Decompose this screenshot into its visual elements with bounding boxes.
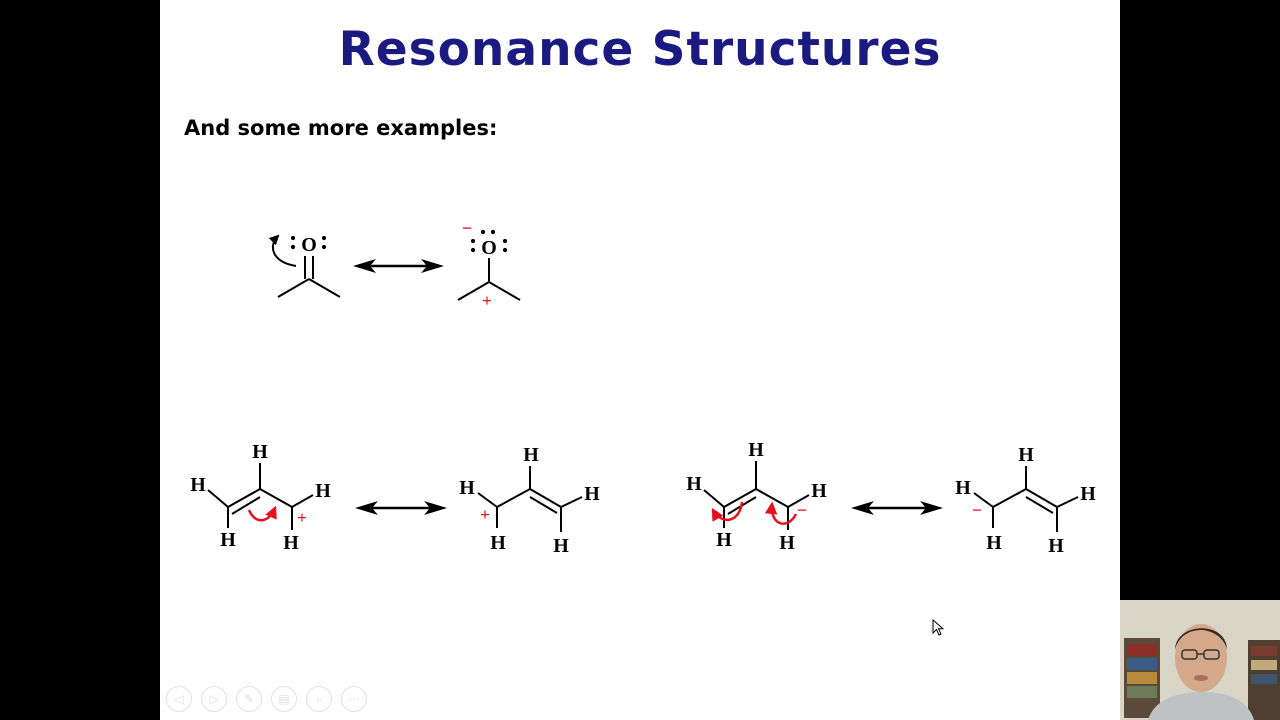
bond	[703, 489, 725, 508]
bond	[259, 488, 293, 508]
slide: Resonance Structures And some more examp…	[160, 0, 1120, 720]
bond	[477, 492, 498, 508]
mouse-pointer-icon	[932, 619, 945, 636]
lone-pair	[290, 235, 327, 250]
positive-charge: +	[480, 505, 490, 524]
slide-title: Resonance Structures	[338, 22, 942, 77]
positive-charge: +	[482, 291, 492, 310]
more-options-button[interactable]: ⋯	[341, 686, 367, 712]
negative-charge: −	[972, 500, 982, 520]
previous-icon: ◁	[174, 692, 184, 706]
slide-subtitle: And some more examples:	[184, 116, 498, 140]
allyl-cation-structure-2: H H H H H +	[459, 444, 600, 557]
slides-icon: ▤	[278, 692, 290, 706]
bond	[787, 494, 810, 508]
next-icon: ▷	[209, 692, 219, 706]
previous-slide-button[interactable]: ◁	[166, 686, 192, 712]
hydrogen-atom: H	[490, 532, 506, 554]
allyl-anion-structure-1: H H H H H −	[686, 439, 827, 554]
resonance-arrow	[353, 259, 444, 273]
hydrogen-atom: H	[1048, 535, 1064, 557]
bond	[207, 489, 229, 508]
resonance-arrow	[355, 501, 447, 515]
hydrogen-atom: H	[779, 532, 795, 554]
lone-pair	[470, 229, 508, 253]
pen-icon: ✎	[243, 692, 255, 706]
hydrogen-atom: H	[459, 477, 475, 499]
hydrogen-atom: H	[283, 532, 299, 554]
double-bond	[1025, 488, 1058, 508]
curved-arrow-icon	[247, 505, 277, 522]
chemistry-diagram: O O − +	[190, 218, 1096, 557]
carbonyl-structure-1: O	[268, 234, 341, 298]
presenter-video-frame	[1120, 600, 1280, 720]
bond	[488, 281, 521, 301]
hydrogen-atom: H	[190, 474, 206, 496]
zoom-button[interactable]: ⌕	[306, 686, 332, 712]
hydrogen-atom: H	[1080, 483, 1096, 505]
pen-button[interactable]: ✎	[236, 686, 262, 712]
hydrogen-atom: H	[986, 532, 1002, 554]
negative-charge: −	[462, 218, 472, 238]
double-bond	[231, 496, 261, 515]
bond	[973, 492, 994, 508]
double-bond	[227, 488, 261, 508]
slide-show-controls: ◁ ▷ ✎ ▤ ⌕ ⋯	[166, 686, 367, 714]
hydrogen-atom: H	[584, 483, 600, 505]
hydrogen-atom: H	[523, 444, 539, 466]
hydrogen-atom: H	[748, 439, 764, 461]
zoom-icon: ⌕	[315, 691, 323, 706]
curved-arrow-icon	[711, 501, 744, 522]
curved-arrow-icon	[268, 234, 297, 267]
hydrogen-atom: H	[220, 529, 236, 551]
bond	[560, 496, 583, 508]
oxygen-atom: O	[301, 234, 317, 256]
hydrogen-atom: H	[686, 473, 702, 495]
hydrogen-atom: H	[716, 529, 732, 551]
bond	[992, 488, 1027, 508]
bond	[457, 281, 490, 301]
hydrogen-atom: H	[553, 535, 569, 557]
resonance-arrow	[851, 501, 943, 515]
positive-charge: +	[297, 508, 307, 527]
double-bond	[723, 488, 757, 508]
negative-charge: −	[797, 500, 807, 520]
bond	[755, 488, 789, 508]
carbonyl-structure-2: O − +	[457, 218, 521, 310]
hydrogen-atom: H	[1018, 444, 1034, 466]
hydrogen-atom: H	[955, 477, 971, 499]
curved-arrow-icon	[764, 501, 798, 525]
allyl-cation-structure-1: H H H H H +	[190, 441, 331, 554]
bond	[291, 494, 314, 508]
bond	[1056, 496, 1079, 508]
bond	[308, 278, 341, 298]
hydrogen-atom: H	[252, 441, 268, 463]
hydrogen-atom: H	[811, 480, 827, 502]
next-slide-button[interactable]: ▷	[201, 686, 227, 712]
double-bond	[529, 488, 562, 508]
hydrogen-atom: H	[315, 480, 331, 502]
allyl-anion-structure-2: H H H H H −	[955, 444, 1096, 557]
more-icon: ⋯	[348, 692, 360, 706]
bond	[277, 278, 310, 298]
oxygen-atom: O	[481, 237, 497, 259]
see-all-slides-button[interactable]: ▤	[271, 686, 297, 712]
double-bond	[529, 496, 558, 514]
bond	[496, 488, 531, 508]
double-bond	[1025, 496, 1054, 514]
webcam-video	[1120, 600, 1280, 720]
